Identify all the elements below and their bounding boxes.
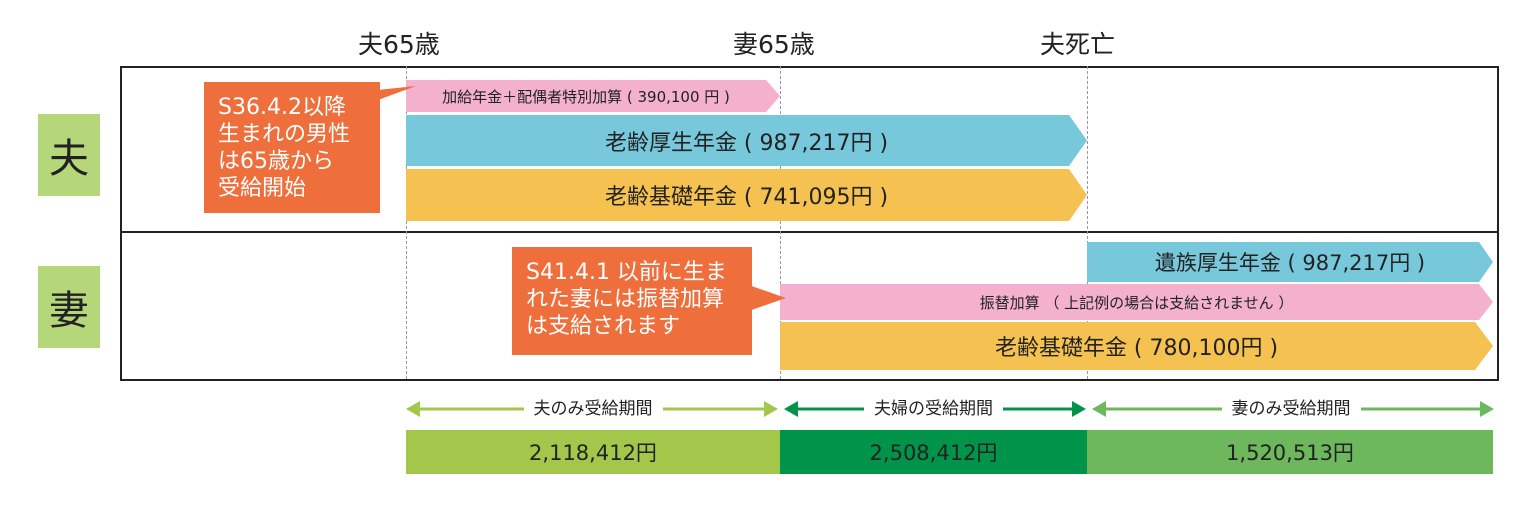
total-couple-value: 2,508,412円 (869, 441, 998, 465)
total-wife-only: 1,520,513円 (1087, 430, 1493, 474)
bar-wife-kiso-nenkin: 老齢基礎年金 ( 780,100円 ) (780, 322, 1493, 370)
total-couple: 2,508,412円 (780, 430, 1087, 474)
callout-wife-line-1: S41.4.1 以前に生ま (526, 260, 727, 285)
total-wife-only-value: 1,520,513円 (1226, 441, 1354, 465)
callout-husband-line-1: S36.4.2以降 (218, 95, 346, 120)
callout-wife-note: S41.4.1 以前に生ま れた妻には振替加算 は支給されます (512, 247, 752, 355)
bar-izoku-kosei-nenkin: 遺族厚生年金 ( 987,217円 ) (1087, 242, 1493, 282)
callout-wife-line-2: れた妻には振替加算 (526, 287, 725, 312)
callout-husband-line-2: 生まれの男性 (218, 122, 351, 147)
period-couple-label: 夫婦の受給期間 (864, 398, 1003, 420)
total-husband-only-value: 2,118,412円 (529, 441, 657, 465)
period-husband-only-label: 夫のみ受給期間 (523, 398, 663, 420)
period-couple: 夫婦の受給期間 (780, 398, 1087, 420)
callout-wife-line-3: は支給されます (526, 314, 681, 339)
period-wife-only-label: 妻のみ受給期間 (1221, 398, 1361, 420)
bar-wife-kiso-nenkin-label: 老齢基礎年金 ( 780,100円 ) (994, 336, 1279, 361)
callout-husband-line-4: 受給開始 (218, 176, 307, 201)
guide-husband-death (1087, 66, 1088, 379)
bar-husband-kosei-nenkin-label: 老齢厚生年金 ( 987,217円 ) (604, 130, 889, 156)
callout-husband-note: S36.4.2以降 生まれの男性 は65歳から 受給開始 (204, 82, 380, 213)
header-husband-65: 夫65歳 (358, 30, 440, 59)
bar-kakyu-nenkin-label: 加給年金＋配偶者特別加算 ( 390,100 円 ) (442, 87, 730, 106)
bar-husband-kiso-nenkin: 老齢基礎年金 ( 741,095円 ) (406, 169, 1087, 221)
header-husband-death: 夫死亡 (1040, 30, 1116, 59)
callout-husband-line-3: は65歳から (218, 149, 334, 174)
header-wife-65: 妻65歳 (733, 30, 815, 59)
guide-husband-65 (406, 66, 407, 379)
bar-furikae-kasan-label: 振替加算 （ 上記例の場合は支給されません ） (979, 293, 1294, 312)
bar-kakyu-nenkin: 加給年金＋配偶者特別加算 ( 390,100 円 ) (406, 80, 780, 112)
bar-husband-kiso-nenkin-label: 老齢基礎年金 ( 741,095円 ) (604, 185, 889, 210)
guide-wife-65 (780, 66, 781, 379)
bar-husband-kosei-nenkin: 老齢厚生年金 ( 987,217円 ) (406, 115, 1087, 166)
bar-izoku-kosei-nenkin-label: 遺族厚生年金 ( 987,217円 ) (1154, 251, 1426, 275)
row-divider (120, 231, 1497, 233)
total-husband-only: 2,118,412円 (406, 430, 780, 474)
period-husband-only: 夫のみ受給期間 (406, 398, 780, 420)
period-wife-only: 妻のみ受給期間 (1087, 398, 1495, 420)
row-label-husband: 夫 (38, 114, 100, 196)
row-label-wife: 妻 (38, 266, 100, 348)
bar-furikae-kasan: 振替加算 （ 上記例の場合は支給されません ） (780, 284, 1493, 320)
